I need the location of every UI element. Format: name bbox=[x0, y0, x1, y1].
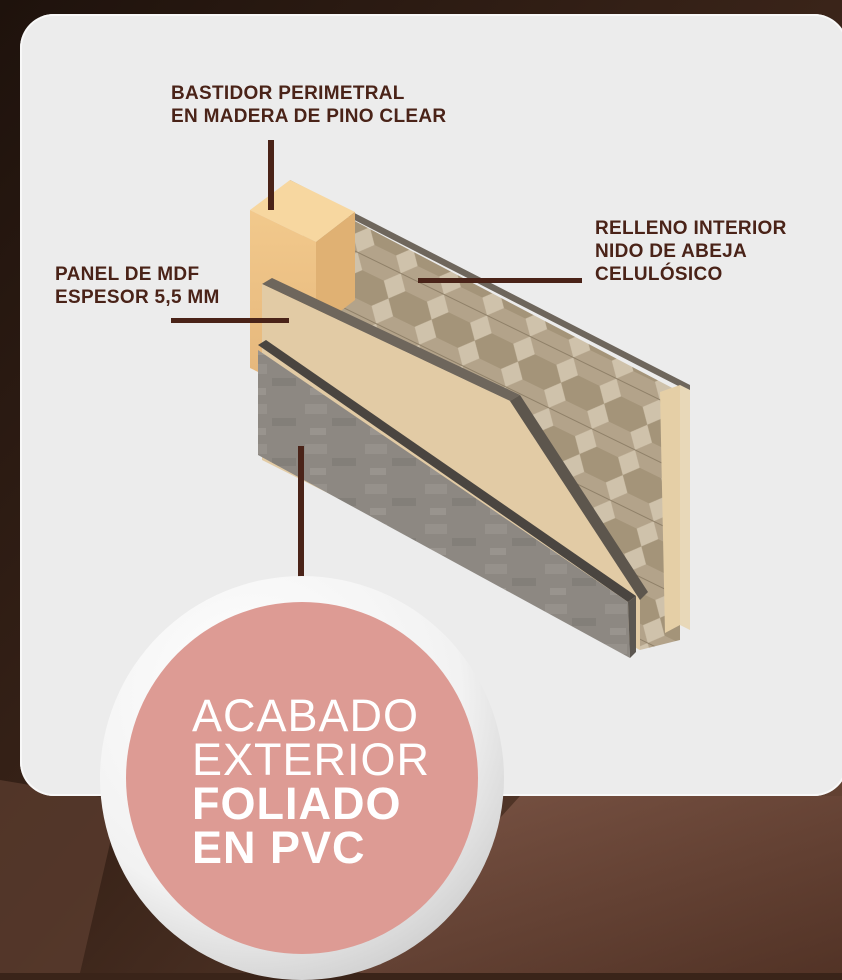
label-mdf-line-1: PANEL DE MDF bbox=[55, 264, 200, 285]
label-bastidor-line-1: BASTIDOR PERIMETRAL bbox=[171, 83, 405, 104]
label-relleno-line-2: NIDO DE ABEJA bbox=[595, 241, 748, 262]
pvc-finish-side bbox=[628, 596, 636, 658]
wood-frame-side bbox=[316, 212, 355, 330]
right-frame-edge bbox=[680, 385, 690, 630]
mdf-panel-diagonal-edge bbox=[510, 395, 648, 600]
label-panel-mdf: PANEL DE MDF ESPESOR 5,5 MM bbox=[55, 263, 220, 309]
wood-frame-top bbox=[250, 180, 355, 242]
label-relleno-interior: RELLENO INTERIOR NIDO DE ABEJA CELULÓSIC… bbox=[595, 217, 787, 286]
pvc-finish-callout: ACABADO EXTERIOR FOLIADO EN PVC bbox=[100, 576, 504, 980]
callout-disc bbox=[126, 602, 478, 954]
rear-panel-top-edge bbox=[290, 180, 690, 392]
callout-line-4: EN PVC bbox=[192, 822, 366, 873]
leader-line-bastidor bbox=[268, 140, 274, 210]
callout-line-1: ACABADO bbox=[192, 690, 420, 741]
pvc-finish-edge bbox=[258, 340, 636, 602]
pvc-finish-panel bbox=[258, 350, 630, 658]
callout-line-2: EXTERIOR bbox=[192, 734, 431, 785]
label-bastidor-line-2: EN MADERA DE PINO CLEAR bbox=[171, 106, 447, 127]
leader-line-mdf bbox=[171, 318, 289, 323]
label-bastidor-perimetral: BASTIDOR PERIMETRAL EN MADERA DE PINO CL… bbox=[171, 82, 446, 128]
callout-line-3: FOLIADO bbox=[192, 778, 402, 829]
leader-line-pvc bbox=[298, 446, 304, 604]
right-frame-rim bbox=[660, 385, 680, 633]
label-mdf-line-2: ESPESOR 5,5 MM bbox=[55, 287, 220, 308]
label-relleno-line-1: RELLENO INTERIOR bbox=[595, 218, 787, 239]
leader-line-relleno bbox=[418, 278, 582, 283]
mdf-panel-edge bbox=[262, 278, 520, 401]
callout-text: ACABADO EXTERIOR FOLIADO EN PVC bbox=[192, 690, 431, 873]
label-relleno-line-3: CELULÓSICO bbox=[595, 264, 723, 285]
